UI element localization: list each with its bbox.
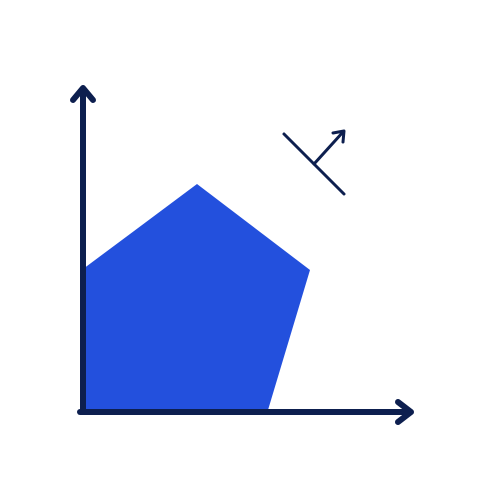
pentagon-shape [83,184,310,410]
normal-arrow-shaft [312,130,345,166]
normal-arrow-head [331,129,346,144]
normal-vector-icon [282,129,346,196]
y-axis-arrowhead [70,85,96,103]
x-axis-arrowhead [395,399,414,425]
